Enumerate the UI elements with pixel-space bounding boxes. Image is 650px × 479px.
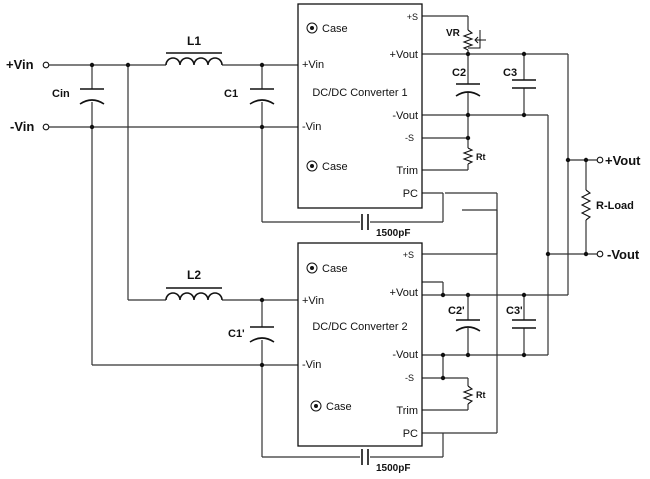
converter-1-title: DC/DC Converter 1 [312, 87, 407, 99]
rt-2-label: Rt [476, 390, 486, 400]
converter-1-pin-vin-p: +Vin [302, 59, 324, 71]
l1-label: L1 [187, 34, 201, 48]
resistor-rt-1 [462, 147, 474, 165]
converter-1-pin-vout-n: -Vout [392, 110, 418, 122]
vin-minus-label: -Vin [10, 119, 34, 134]
r-load-label: R-Load [596, 200, 634, 212]
vout-minus-terminal [596, 250, 604, 258]
vr-label: VR [446, 28, 461, 39]
capacitor-cin [79, 88, 105, 105]
converter-2-title: DC/DC Converter 2 [312, 321, 407, 333]
case-icon [310, 400, 322, 412]
converter-2-body [297, 242, 423, 447]
converter-1-case-top: Case [322, 23, 348, 35]
junction-dots [89, 51, 589, 381]
capacitor-c3-prime [512, 319, 536, 329]
capacitor-1500pf-bottom [361, 449, 369, 465]
c2-prime-label: C2' [448, 305, 465, 317]
capacitor-c2 [455, 83, 481, 97]
capacitor-c1-prime [249, 326, 275, 343]
converter-1-case-bottom: Case [322, 161, 348, 173]
cin-label: Cin [52, 88, 70, 100]
vin-plus-label: +Vin [6, 57, 34, 72]
converter-2-case-bottom: Case [326, 401, 352, 413]
converter-2: Case DC/DC Converter 2 Case +Vin -Vin +S… [297, 242, 423, 447]
converter-2-pin-sense-p: +S [403, 250, 414, 260]
rt-1-label: Rt [476, 152, 486, 162]
capacitor-c3 [512, 79, 536, 89]
converter-1-pin-sense-p: +S [407, 12, 418, 22]
c3-label: C3 [503, 67, 517, 79]
potentiometer-vr [462, 29, 486, 51]
inductor-l2 [165, 287, 223, 301]
vout-plus-terminal [596, 156, 604, 164]
cap-1500pf-bottom-label: 1500pF [376, 463, 410, 474]
case-icon [306, 262, 318, 274]
converter-2-pin-trim: Trim [396, 405, 418, 417]
resistor-r-load [580, 189, 592, 221]
cap-1500pf-top-label: 1500pF [376, 228, 410, 239]
converter-1: Case DC/DC Converter 1 Case +Vin -Vin +S… [297, 3, 423, 209]
inductor-l1 [165, 52, 223, 66]
vin-minus-terminal [42, 123, 50, 131]
converter-2-pin-pc: PC [403, 428, 418, 440]
c1-prime-label: C1' [228, 328, 245, 340]
vin-plus-terminal [42, 61, 50, 69]
capacitor-c1 [249, 88, 275, 105]
converter-1-pin-pc: PC [403, 188, 418, 200]
converter-2-pin-vin-n: -Vin [302, 359, 321, 371]
capacitor-1500pf-top [361, 214, 369, 230]
converter-2-pin-vout-n: -Vout [392, 349, 418, 361]
wires [48, 15, 598, 458]
case-icon [306, 160, 318, 172]
converter-1-pin-vin-n: -Vin [302, 121, 321, 133]
converter-2-pin-sense-n: -S [405, 373, 414, 383]
converter-2-case-top: Case [322, 263, 348, 275]
converter-1-pin-vout-p: +Vout [390, 49, 418, 61]
converter-1-pin-trim: Trim [396, 165, 418, 177]
c1-label: C1 [224, 88, 238, 100]
vout-plus-label: +Vout [605, 153, 641, 168]
case-icon [306, 22, 318, 34]
converter-1-body [297, 3, 423, 209]
capacitor-c2-prime [455, 319, 481, 332]
converter-1-pin-sense-n: -S [405, 133, 414, 143]
vout-minus-label: -Vout [607, 247, 640, 262]
converter-2-pin-vin-p: +Vin [302, 295, 324, 307]
c2-label: C2 [452, 67, 466, 79]
c3-prime-label: C3' [506, 305, 523, 317]
converter-2-pin-vout-p: +Vout [390, 287, 418, 299]
resistor-rt-2 [462, 385, 474, 405]
l2-label: L2 [187, 268, 201, 282]
